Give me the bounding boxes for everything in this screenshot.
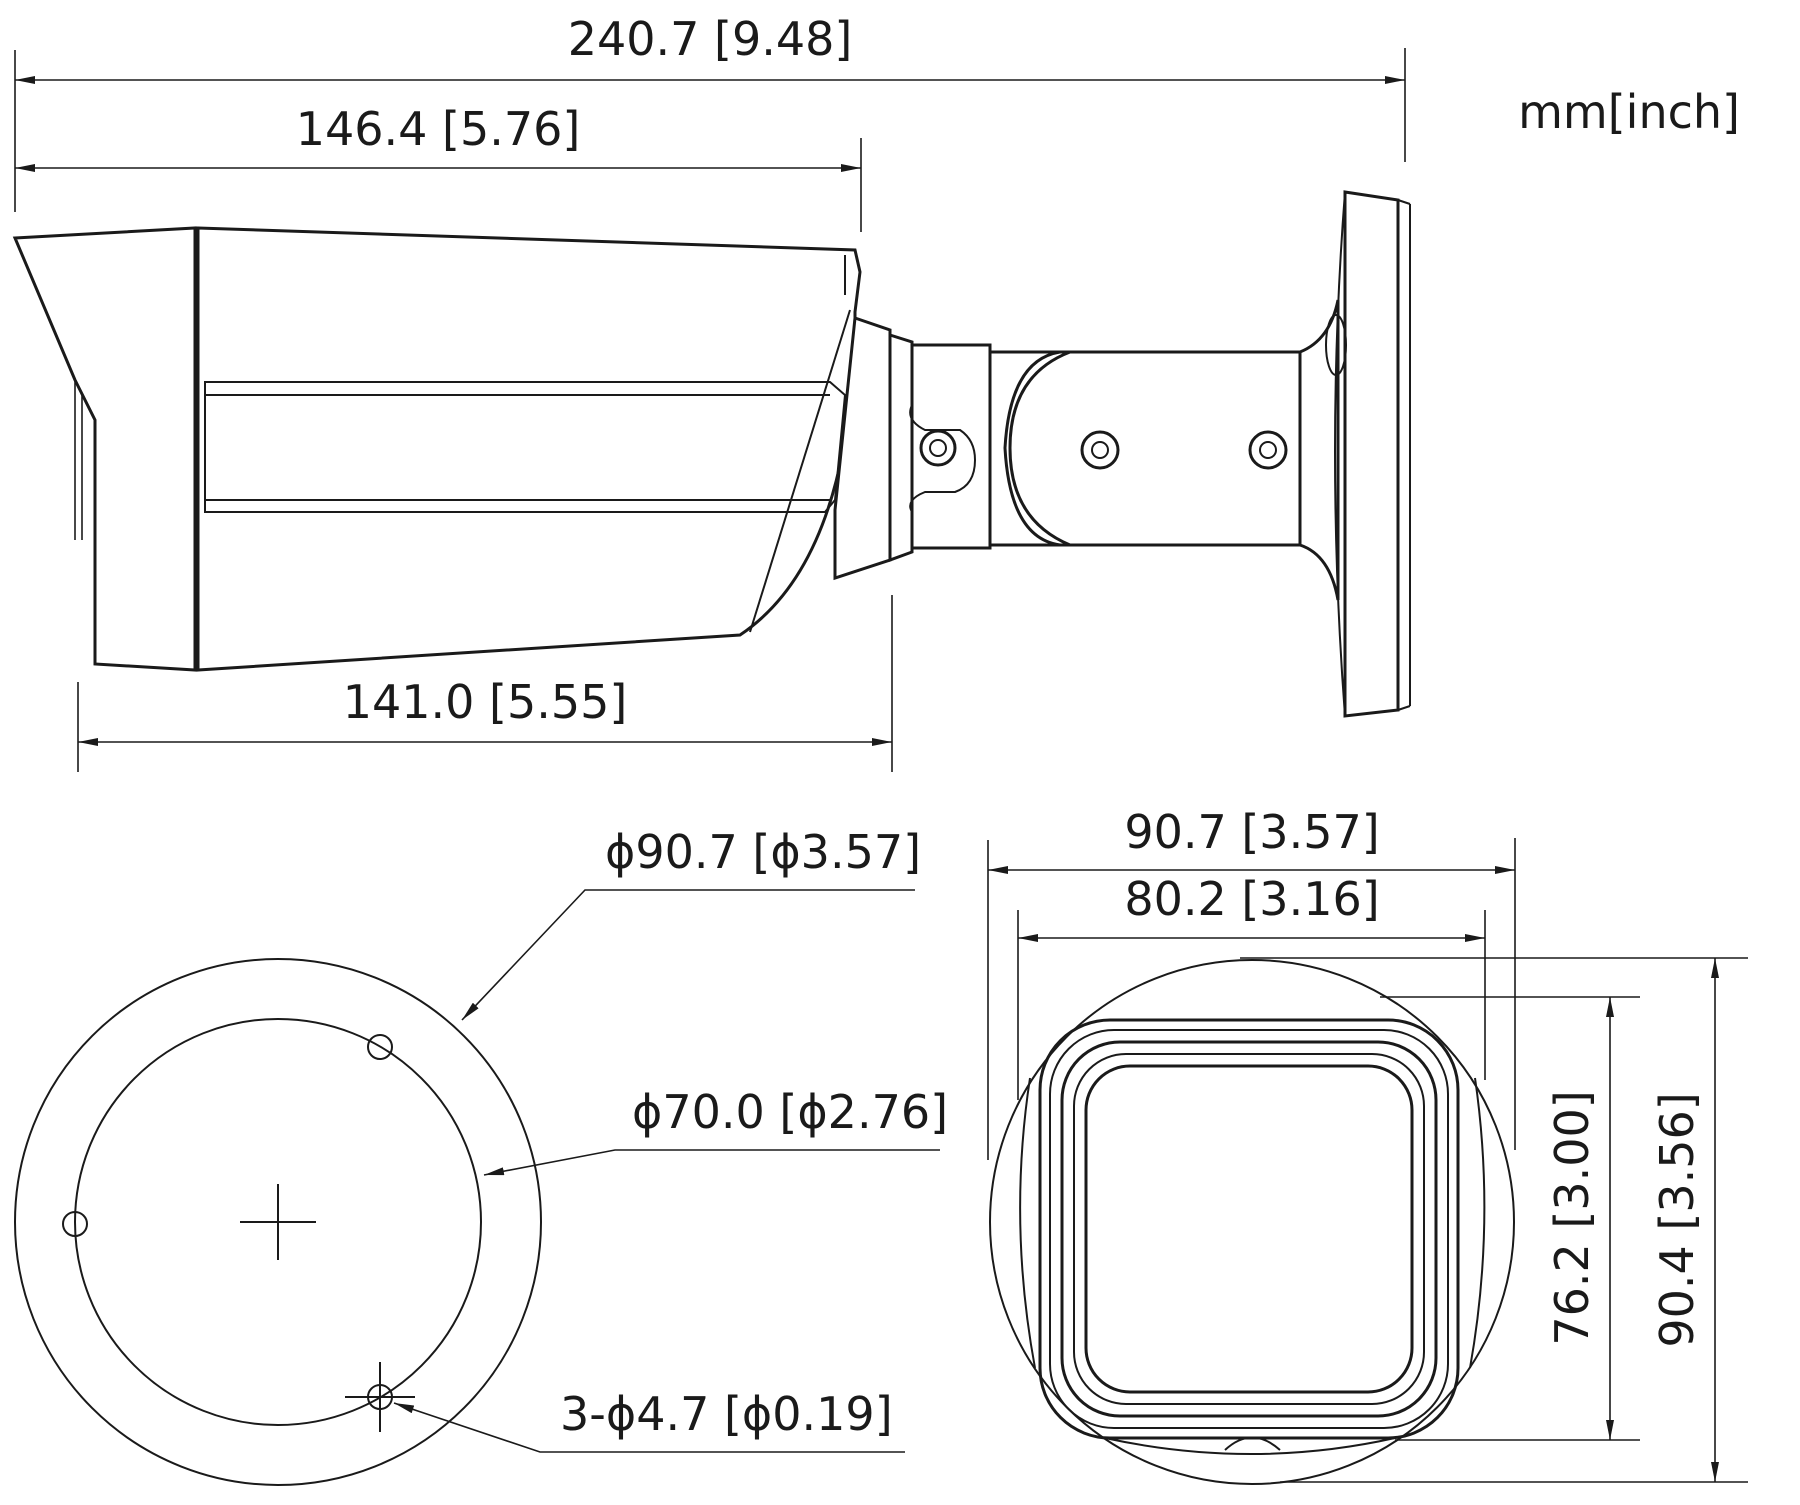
screw-2: [1080, 430, 1120, 470]
screw-3: [1248, 430, 1288, 470]
base-inner-circle: [74, 1018, 482, 1426]
mount-holes-label: 3-ϕ4.7 [ϕ0.19]: [560, 1387, 893, 1441]
front-width-outer-label: 90.7 [3.57]: [1124, 805, 1379, 859]
base-plate-view: ϕ90.7 [ϕ3.57] ϕ70.0 [ϕ2.76] 3-ϕ4.7 [ϕ0.1…: [14, 825, 948, 1486]
joint-block: [910, 343, 992, 550]
body-length-label: 141.0 [5.55]: [343, 675, 628, 729]
neck-ring: [833, 315, 892, 581]
base-diameter-label: ϕ90.7 [ϕ3.57]: [605, 825, 921, 879]
dim-housing-length: 146.4 [5.76]: [15, 102, 862, 232]
units-label: mm[inch]: [1518, 85, 1740, 139]
front-width-inner-label: 80.2 [3.16]: [1124, 872, 1379, 926]
mount-arm: [1008, 350, 1322, 547]
base-outer-circle: [14, 958, 542, 1486]
camera-side-view: [12, 190, 1411, 718]
sun-shield: [12, 226, 197, 672]
dim-overall-length: 240.7 [9.48]: [14, 12, 1406, 212]
hole-circle-label: ϕ70.0 [ϕ2.76]: [632, 1085, 948, 1139]
front-height-outer-label: 90.4 [3.56]: [1650, 1092, 1704, 1347]
mount-hole-1: [367, 1034, 393, 1060]
overall-length-label: 240.7 [9.48]: [568, 12, 853, 66]
mount-hole-2: [62, 1211, 88, 1237]
dim-body-length: 141.0 [5.55]: [77, 595, 893, 772]
screw-1: [919, 429, 957, 467]
mount-base-plate: [1343, 190, 1400, 718]
camera-front-view: 90.7 [3.57] 80.2 [3.16] 76.2 [3.00] 90.4…: [987, 805, 1748, 1485]
camera-housing: [196, 226, 862, 672]
housing-length-label: 146.4 [5.76]: [296, 102, 581, 156]
front-height-inner-label: 76.2 [3.00]: [1545, 1090, 1599, 1345]
front-shield-outer: [1038, 1018, 1460, 1440]
front-lens-window: [1084, 1064, 1414, 1394]
front-outer-circle: [989, 959, 1515, 1485]
